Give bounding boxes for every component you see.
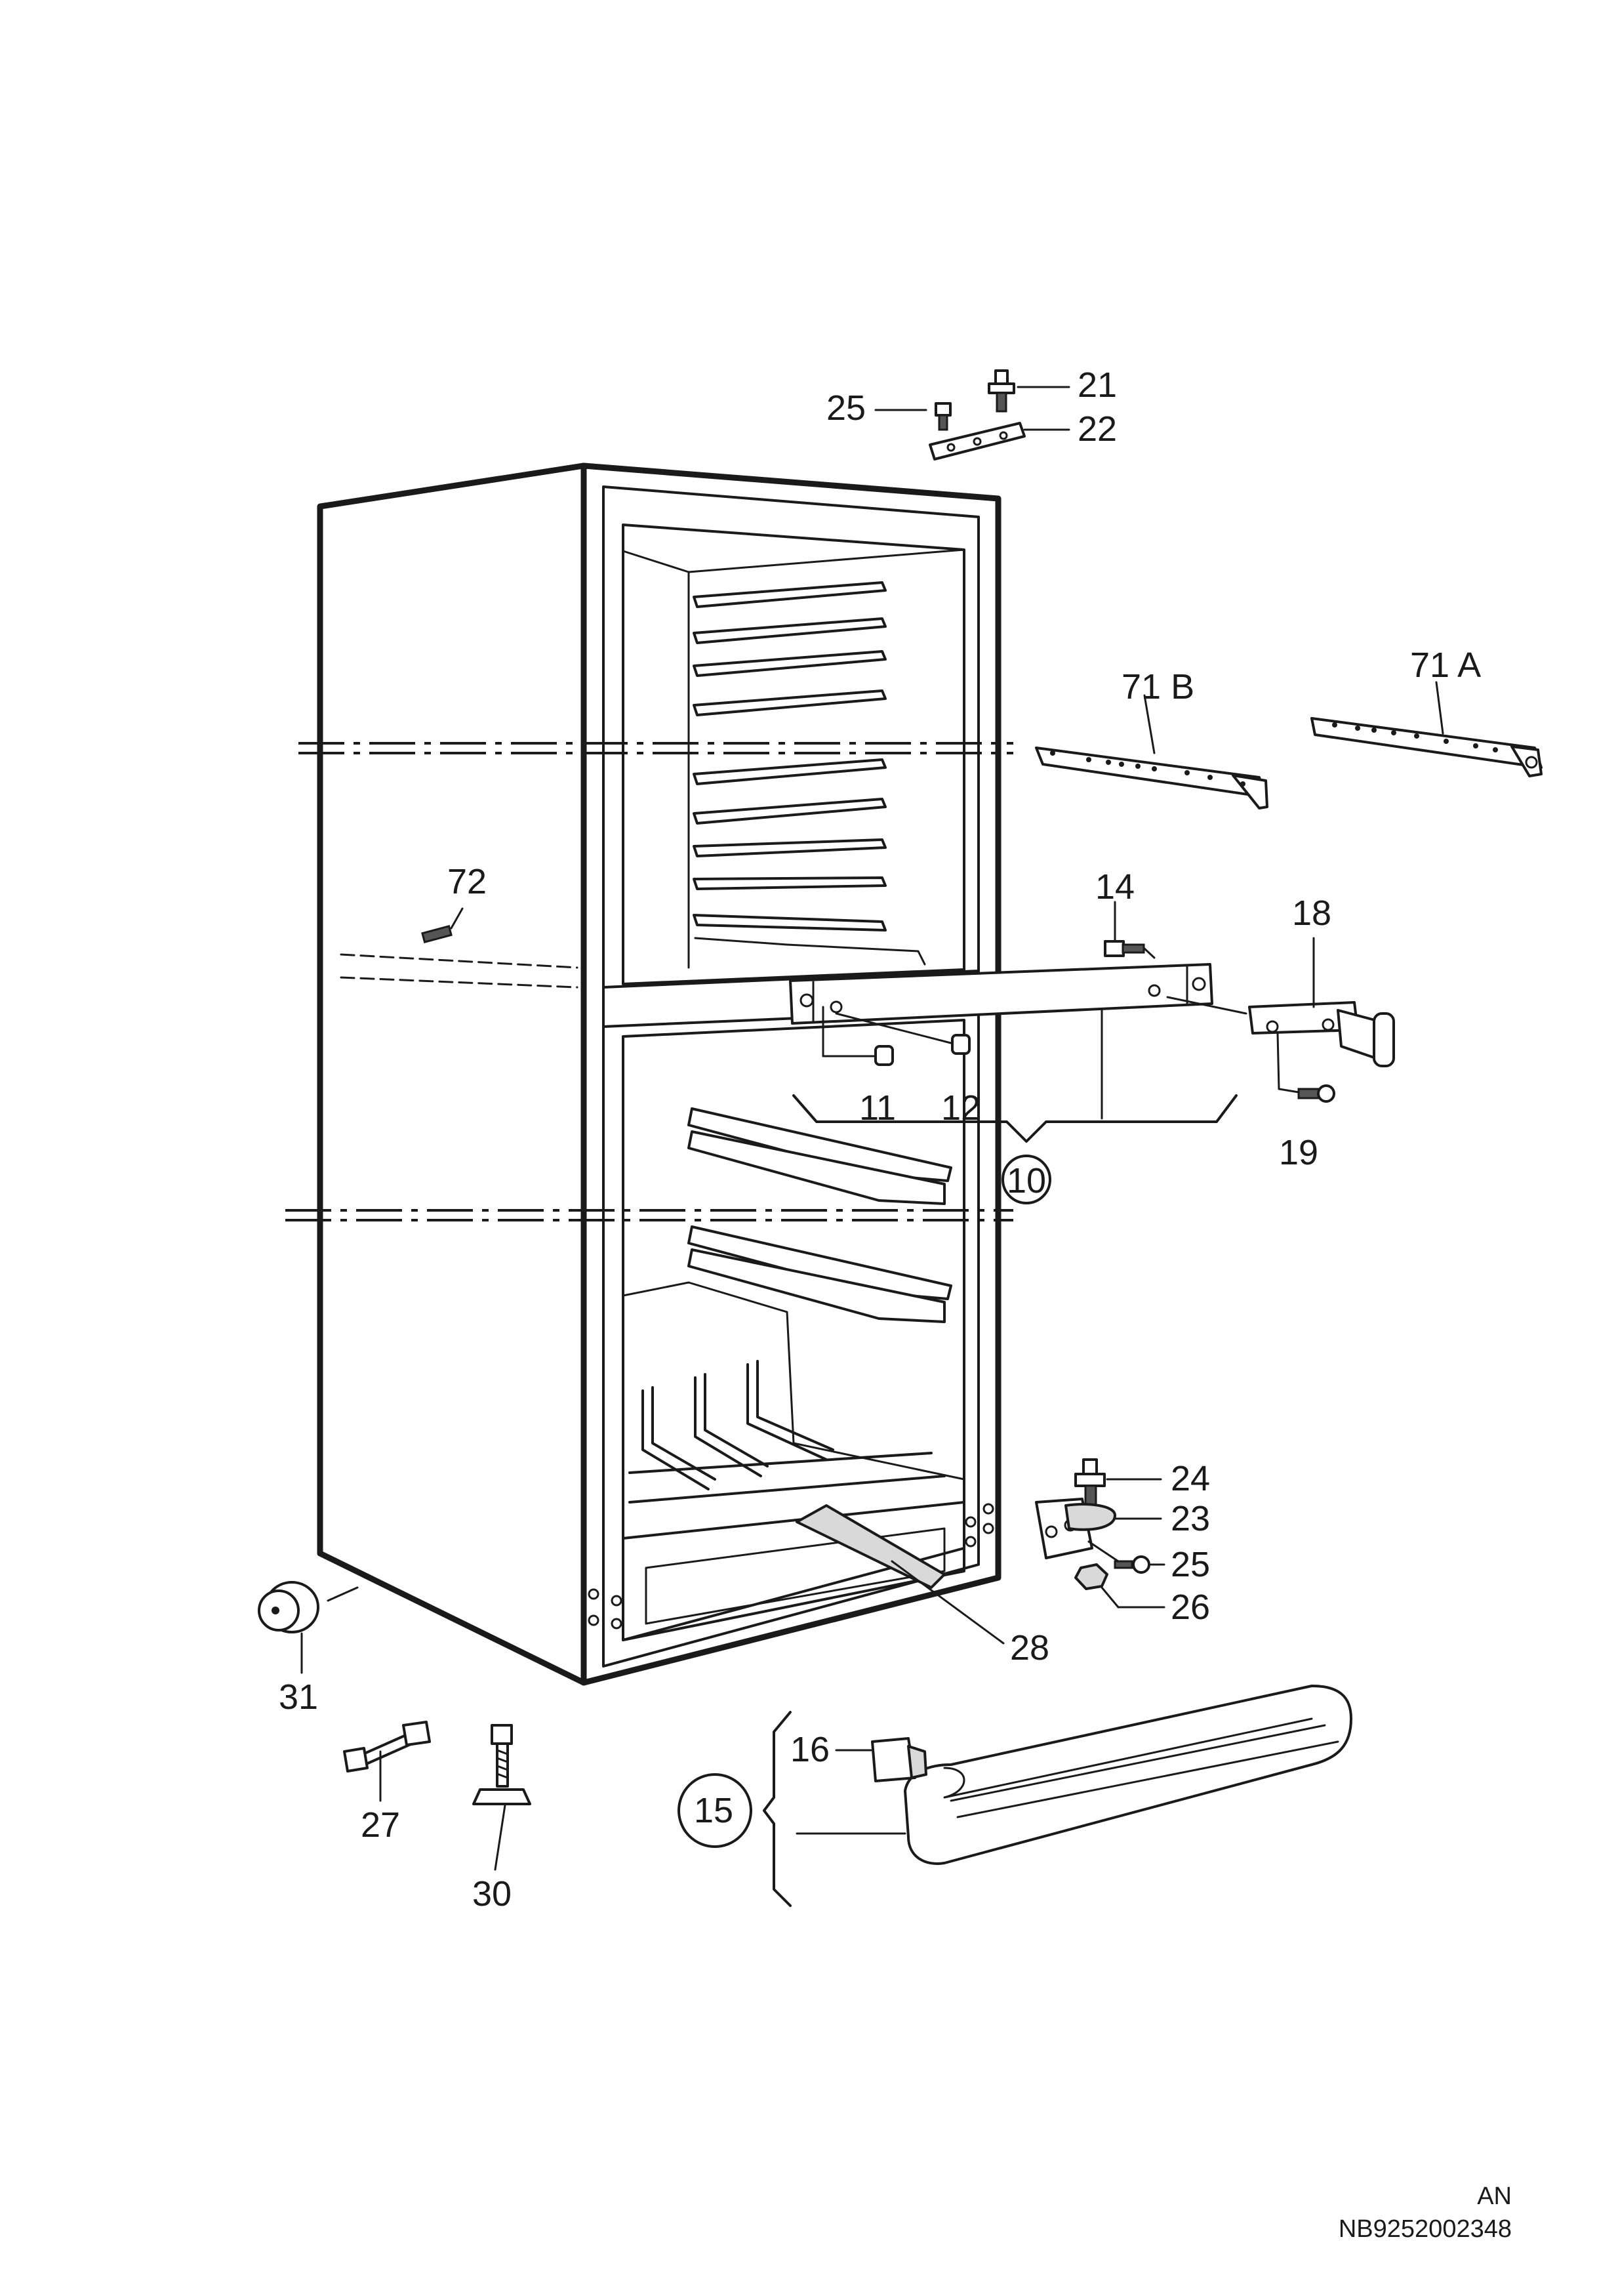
callout-26: 26 <box>1171 1588 1210 1627</box>
callout-19: 19 <box>1279 1133 1318 1172</box>
evaporator-shelves <box>693 581 926 966</box>
cabinet-front-frame <box>580 462 1001 1686</box>
fridge-compartment <box>622 1019 965 1641</box>
callout-24: 24 <box>1171 1459 1210 1498</box>
adjustable-foot-30 <box>472 1724 531 1871</box>
callout-30: 30 <box>472 1874 512 1914</box>
screw-72 <box>421 907 464 944</box>
side-mounting-strip <box>340 953 578 989</box>
callout-16: 16 <box>790 1730 830 1769</box>
callout-18: 18 <box>1292 893 1331 933</box>
callout-27: 27 <box>361 1805 400 1845</box>
door-crossbar-assembly <box>789 901 1395 1204</box>
door-bin <box>904 1685 1352 1865</box>
callout-10: 10 <box>1007 1161 1046 1200</box>
callout-25-bottom: 25 <box>1171 1545 1210 1584</box>
freezer-compartment <box>622 523 965 985</box>
callout-12: 12 <box>941 1088 981 1128</box>
fridge-shelf-supports <box>628 1107 952 1504</box>
rail-71a <box>1310 681 1543 777</box>
callout-15: 15 <box>694 1791 733 1830</box>
callout-14: 14 <box>1095 867 1135 907</box>
rail-71b <box>1035 694 1268 810</box>
callout-72: 72 <box>447 862 487 901</box>
wrench-27 <box>343 1721 431 1802</box>
door-shelf-assembly <box>678 1685 1352 1907</box>
callout-71b: 71 B <box>1122 667 1194 707</box>
foot-31 <box>258 1581 359 1674</box>
callout-23: 23 <box>1171 1499 1210 1538</box>
callout-31: 31 <box>279 1677 318 1717</box>
top-hinge-parts <box>874 369 1070 461</box>
hex-nut <box>1074 1563 1108 1590</box>
footer-code-an: AN <box>1477 2183 1512 2210</box>
footer-document-number: NB9252002348 <box>1339 2215 1512 2243</box>
crisper-zone <box>622 1501 965 1641</box>
crisper-handle-28 <box>796 1504 1005 1645</box>
callout-22: 22 <box>1078 409 1117 449</box>
callout-11: 11 <box>859 1088 896 1128</box>
bottom-hinge-parts <box>1035 1458 1165 1609</box>
callout-25-top: 25 <box>826 388 866 428</box>
callout-71a: 71 A <box>1410 646 1481 685</box>
cabinet-side-panel <box>317 462 587 1686</box>
callout-28: 28 <box>1010 1628 1049 1668</box>
cabinet-front-inner-edge <box>602 485 980 1668</box>
callout-21: 21 <box>1078 365 1117 405</box>
